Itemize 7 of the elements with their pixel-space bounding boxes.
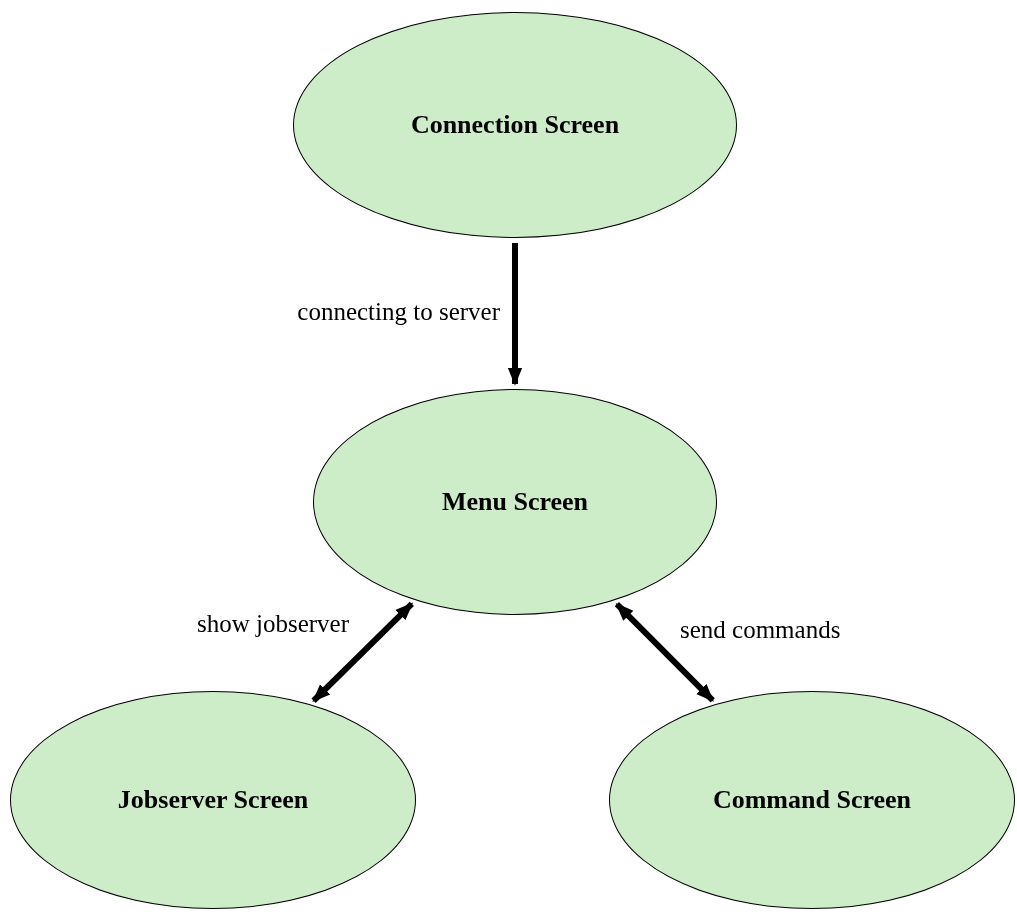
node-label: Jobserver Screen [117, 785, 309, 815]
node-label: Command Screen [712, 785, 912, 815]
arrow [311, 601, 414, 703]
node-label: Connection Screen [410, 110, 620, 140]
node-label: Menu Screen [441, 487, 589, 517]
arrow [507, 243, 523, 386]
arrow [614, 602, 715, 703]
